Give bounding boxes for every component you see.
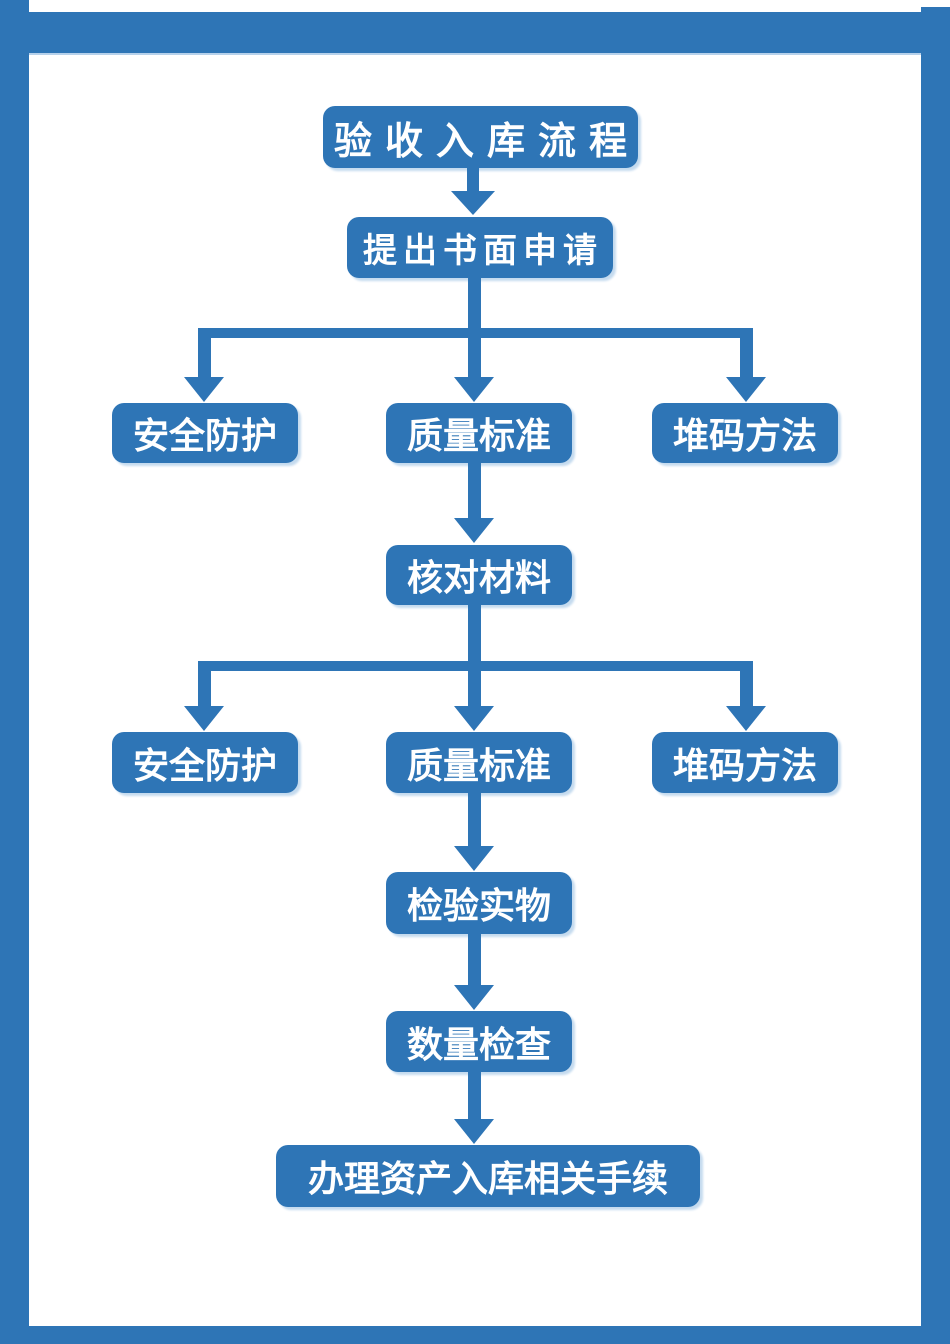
arrow-down-icon [454, 1119, 494, 1144]
node-check-materials: 核对材料 [386, 545, 572, 605]
node-stacking-method-2-label: 堆码方法 [672, 744, 817, 786]
node-safety-protection-1-label: 安全防护 [132, 415, 277, 456]
node-check-materials-label: 核对材料 [406, 557, 551, 598]
connector-quality2-to-inspect [468, 793, 481, 847]
branch2-left-drop [198, 661, 211, 707]
arrow-down-icon [184, 706, 224, 731]
node-stacking-method-2: 堆码方法 [652, 732, 838, 793]
frame-right-bar [921, 7, 950, 1344]
connector-title-to-apply [467, 166, 479, 192]
node-safety-protection-2-label: 安全防护 [132, 744, 277, 786]
branch2-middle-drop [468, 605, 481, 707]
arrow-down-icon [451, 191, 495, 215]
node-process-title: 验收入库流程 [323, 106, 638, 168]
arrow-down-icon [454, 706, 494, 731]
node-submit-application-label: 提出书面申请 [363, 232, 603, 270]
arrow-down-icon [726, 377, 766, 402]
node-submit-application: 提出书面申请 [347, 217, 613, 278]
node-inspect-goods-label: 检验实物 [406, 885, 551, 926]
arrow-down-icon [454, 377, 494, 402]
arrow-down-icon [454, 518, 494, 543]
node-safety-protection-2: 安全防护 [112, 732, 298, 793]
node-final-procedures-label: 办理资产入库相关手续 [307, 1158, 668, 1199]
branch1-left-drop [198, 328, 211, 377]
arrow-down-icon [726, 706, 766, 731]
node-quality-standard-2: 质量标准 [386, 732, 572, 793]
branch1-right-drop [740, 328, 753, 377]
node-process-title-label: 验收入库流程 [334, 120, 641, 163]
node-inspect-goods: 检验实物 [386, 872, 572, 934]
node-quality-standard-2-label: 质量标准 [406, 744, 551, 786]
arrow-down-icon [454, 846, 494, 871]
node-final-procedures: 办理资产入库相关手续 [276, 1145, 700, 1207]
arrow-down-icon [454, 985, 494, 1010]
frame-left-bar [0, 0, 29, 1344]
node-stacking-method-1: 堆码方法 [652, 403, 838, 463]
node-safety-protection-1: 安全防护 [112, 403, 298, 463]
node-quantity-check-label: 数量检查 [406, 1023, 551, 1065]
node-quality-standard-1: 质量标准 [386, 403, 572, 463]
node-quantity-check: 数量检查 [386, 1011, 572, 1072]
node-stacking-method-1-label: 堆码方法 [672, 415, 817, 456]
arrow-down-icon [184, 377, 224, 402]
frame-top-bar [29, 12, 921, 53]
frame-bottom-bar [29, 1326, 921, 1344]
node-quality-standard-1-label: 质量标准 [406, 415, 551, 456]
connector-quality1-to-materials [468, 463, 481, 519]
branch1-middle-drop [468, 278, 481, 377]
connector-quantity-to-final [468, 1072, 481, 1120]
connector-inspect-to-quantity [468, 934, 481, 986]
branch2-right-drop [740, 661, 753, 707]
